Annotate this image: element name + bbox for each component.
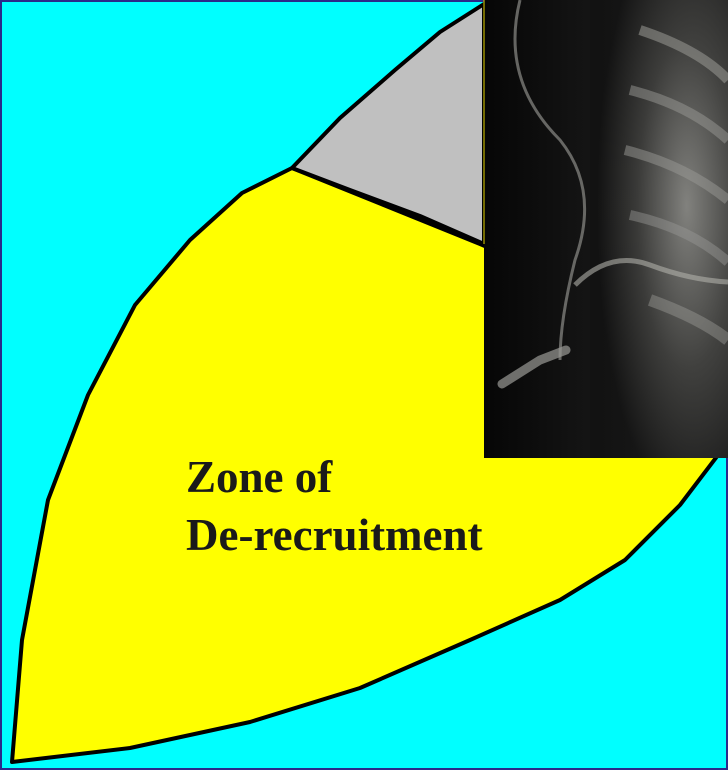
zone-label-line2: De-recruitment <box>186 506 483 564</box>
zone-label: Zone of De-recruitment <box>186 448 483 564</box>
xray-image <box>484 0 728 458</box>
zone-label-line1: Zone of <box>186 448 483 506</box>
